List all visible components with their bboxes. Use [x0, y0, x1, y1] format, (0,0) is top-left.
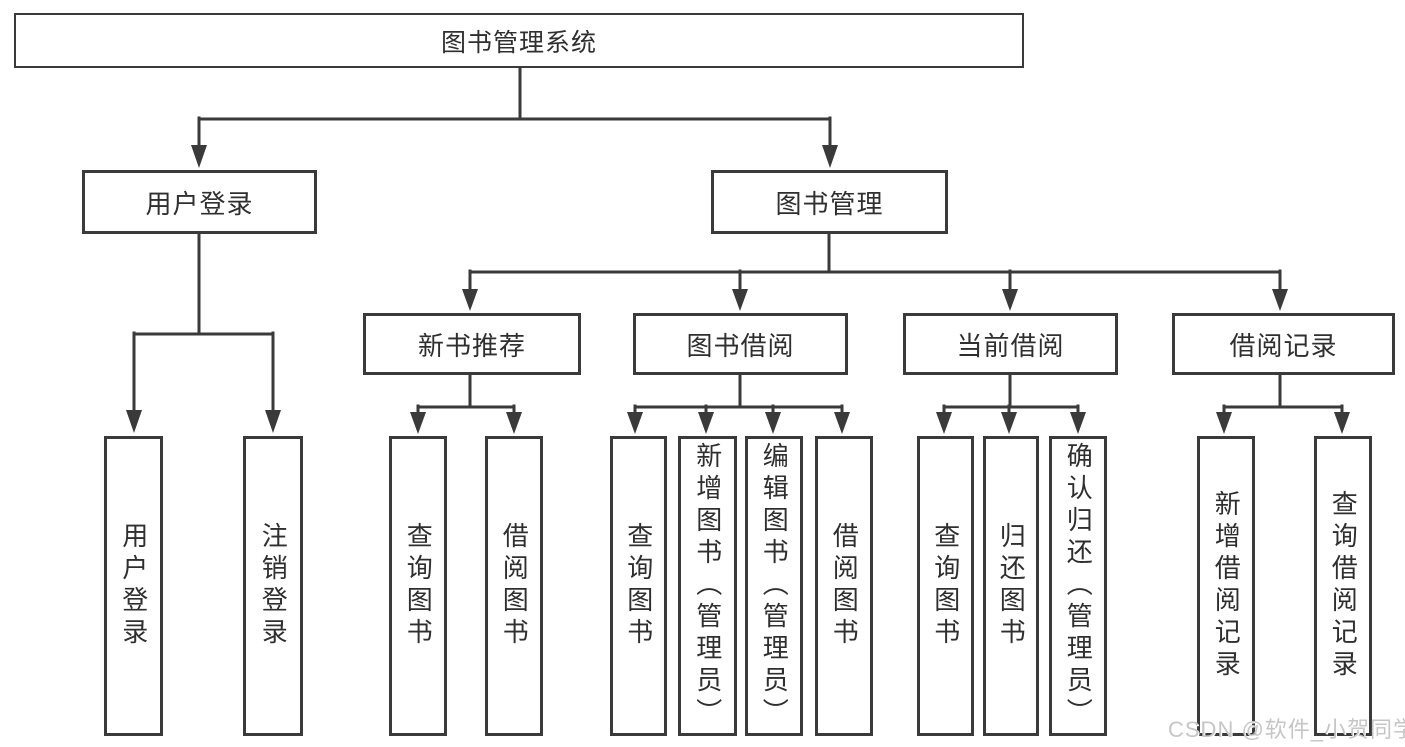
leaf-return-books: 归还图书 — [983, 436, 1039, 736]
leaf-borrow-books-borrowing: 借阅图书 — [815, 436, 873, 736]
leaf-query-books-borrowing: 查询图书 — [610, 436, 667, 736]
leaf-logout: 注销登录 — [243, 436, 303, 736]
node-borrowing-records: 借阅记录 — [1172, 313, 1395, 375]
leaf-query-borrow-record-label: 查询借阅记录 — [1328, 490, 1359, 682]
leaf-query-books-borrowing-label: 查询图书 — [623, 522, 654, 650]
connector-path — [132, 65, 1344, 414]
leaf-query-borrow-record: 查询借阅记录 — [1314, 436, 1372, 736]
node-book-management: 图书管理 — [711, 170, 948, 234]
leaf-query-books-current: 查询图书 — [917, 436, 974, 736]
leaf-query-books-recommendation: 查询图书 — [389, 436, 447, 736]
leaf-confirm-return-admin: 确认归还（管理员） — [1049, 436, 1107, 736]
csdn-watermark: CSDN @软件_小贺同学 — [1168, 717, 1405, 742]
node-current-borrowing: 当前借阅 — [903, 313, 1118, 375]
leaf-add-borrow-record-label: 新增借阅记录 — [1211, 490, 1242, 682]
leaf-query-books-recommendation-label: 查询图书 — [403, 522, 434, 650]
leaf-add-borrow-record: 新增借阅记录 — [1197, 436, 1255, 736]
node-new-book-recommendation: 新书推荐 — [363, 313, 581, 375]
leaf-edit-books-admin: 编辑图书（管理员） — [745, 436, 803, 736]
leaf-borrow-books-borrowing-label: 借阅图书 — [829, 522, 860, 650]
leaf-borrow-books-recommendation-label: 借阅图书 — [499, 522, 530, 650]
leaf-logout-label: 注销登录 — [258, 522, 289, 650]
node-book-borrowing: 图书借阅 — [633, 313, 848, 375]
arrowheads — [126, 145, 1350, 434]
leaf-add-books-admin: 新增图书（管理员） — [678, 436, 737, 736]
leaf-edit-books-admin-label: 编辑图书（管理员） — [759, 442, 790, 730]
leaf-query-books-current-label: 查询图书 — [930, 522, 961, 650]
node-library-management-system: 图书管理系统 — [14, 13, 1024, 68]
leaf-confirm-return-admin-label: 确认归还（管理员） — [1063, 442, 1094, 730]
node-user-login: 用户登录 — [82, 170, 317, 234]
leaf-return-books-label: 归还图书 — [996, 522, 1027, 650]
leaf-borrow-books-recommendation: 借阅图书 — [485, 436, 543, 736]
leaf-user-login-label: 用户登录 — [118, 522, 149, 650]
leaf-add-books-admin-label: 新增图书（管理员） — [692, 442, 723, 730]
leaf-user-login: 用户登录 — [104, 436, 163, 736]
